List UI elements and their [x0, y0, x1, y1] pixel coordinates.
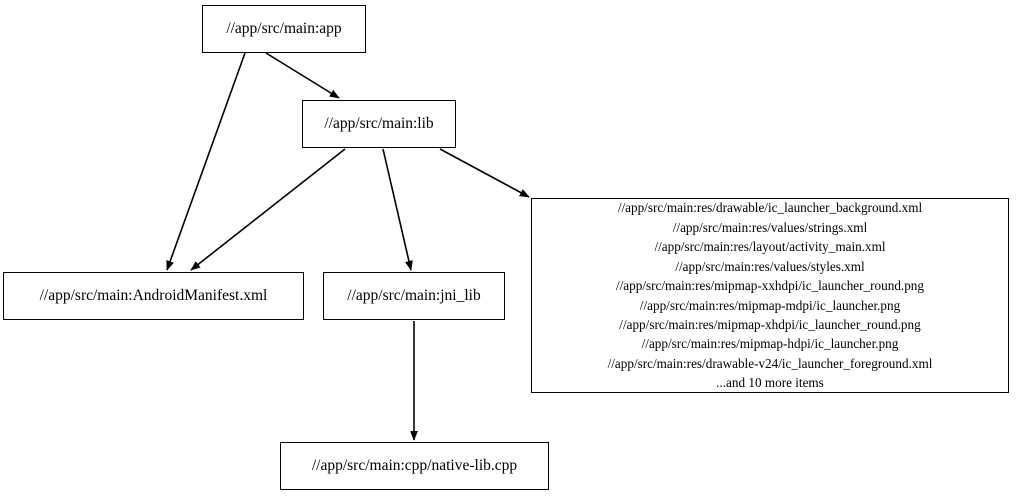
graph-node-label-lib: //app/src/main:lib — [324, 115, 434, 133]
graph-node-label-app: //app/src/main:app — [226, 20, 342, 38]
graph-edge-lib-to-jni-lib — [382, 148, 413, 271]
graph-node-jni_lib[interactable]: //app/src/main:jni_lib — [323, 272, 505, 320]
graph-node-label-manifest: //app/src/main:AndroidManifest.xml — [39, 287, 268, 305]
graph-edge-app-to-lib — [265, 52, 340, 99]
graph-node-label-res_group: //app/src/main:res/drawable/ic_launcher_… — [607, 200, 933, 391]
graph-node-manifest[interactable]: //app/src/main:AndroidManifest.xml — [3, 272, 304, 320]
graph-node-res_group[interactable]: //app/src/main:res/drawable/ic_launcher_… — [531, 198, 1009, 393]
graph-node-lib[interactable]: //app/src/main:lib — [302, 100, 456, 148]
graph-edge-lib-to-res-group — [439, 148, 530, 198]
graph-edge-lib-to-manifest — [190, 148, 346, 271]
graph-node-app[interactable]: //app/src/main:app — [202, 5, 366, 53]
graph-node-label-jni_lib: //app/src/main:jni_lib — [347, 287, 481, 305]
graph-node-native_lib[interactable]: //app/src/main:cpp/native-lib.cpp — [280, 442, 549, 490]
graph-node-label-native_lib: //app/src/main:cpp/native-lib.cpp — [311, 457, 518, 475]
graph-edge-app-to-manifest — [166, 52, 246, 271]
